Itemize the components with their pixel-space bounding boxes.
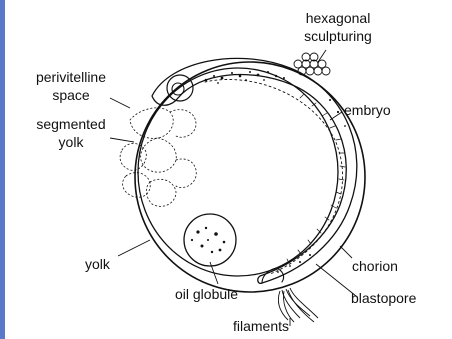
label-embryo: embryo bbox=[344, 102, 391, 118]
label-filaments: filaments bbox=[233, 318, 289, 334]
label-yolk: yolk bbox=[85, 256, 110, 272]
label-segmented-yolk-word: yolk bbox=[26, 134, 116, 150]
label-space: space bbox=[26, 87, 116, 103]
embryo-notochord bbox=[205, 79, 343, 274]
label-hexagonal: hexagonal bbox=[288, 10, 388, 26]
label-perivitelline: perivitelline bbox=[26, 69, 116, 85]
chorion-filaments bbox=[278, 288, 318, 322]
label-segmented: segmented bbox=[26, 116, 116, 132]
label-oil-globule: oil globule bbox=[175, 286, 238, 302]
yolk-circle bbox=[138, 68, 338, 276]
segmented-yolk-cells bbox=[120, 108, 196, 207]
label-leader-lines bbox=[110, 50, 356, 326]
label-sculpturing: sculpturing bbox=[288, 28, 388, 44]
label-chorion: chorion bbox=[352, 258, 398, 274]
pigment-dots bbox=[191, 71, 346, 273]
label-blastopore: blastopore bbox=[351, 290, 416, 306]
